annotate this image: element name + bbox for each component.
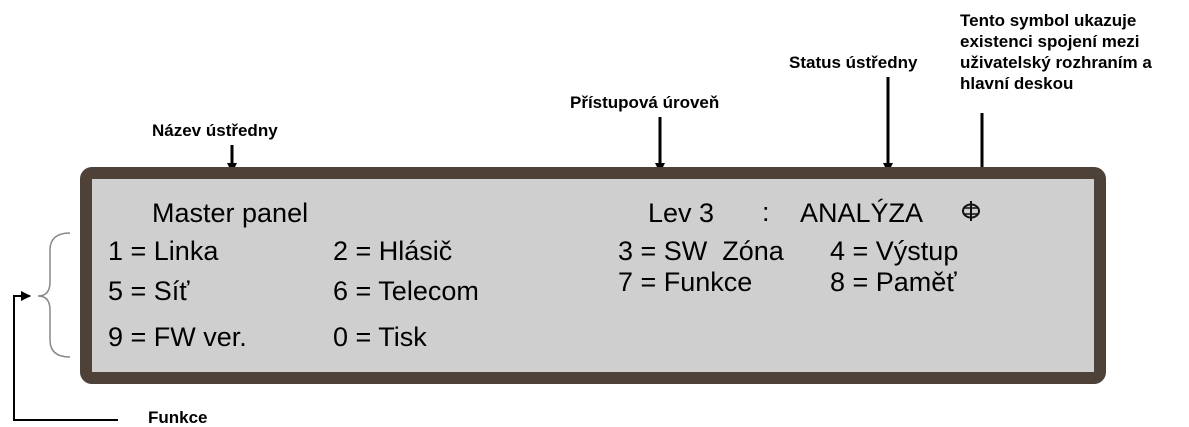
menu-item-2: 2 = Hlásič	[333, 236, 453, 266]
access-level-label: Přístupová úroveň	[570, 93, 720, 112]
level-separator: :	[762, 197, 770, 227]
connection-symbol-note: Tento symbol ukazuje existenci spojení m…	[960, 10, 1152, 94]
connection-note-line-2: existenci spojení mezi	[960, 32, 1140, 51]
lcd-panel: Master panel Lev 3 : ANALÝZA 1 = Linka 2…	[80, 167, 1106, 384]
menu-item-0: 0 = Tisk	[333, 322, 427, 352]
access-level: Lev 3	[648, 198, 715, 228]
menu-item-4: 4 = Výstup	[830, 236, 959, 266]
menu-item-9: 9 = FW ver.	[108, 322, 247, 352]
functions-label: Funkce	[148, 408, 208, 427]
functions-brace	[37, 232, 71, 358]
connection-icon	[960, 200, 982, 222]
menu-item-1: 1 = Linka	[108, 236, 219, 266]
status-label: Status ústředny	[789, 53, 918, 72]
menu-item-3: 3 = SW Zóna	[618, 236, 784, 266]
panel-name: Master panel	[152, 198, 309, 228]
menu-item-7: 7 = Funkce	[618, 267, 753, 297]
menu-item-5: 5 = Síť	[108, 276, 190, 306]
connection-note-line-1: Tento symbol ukazuje	[960, 11, 1137, 30]
functions-arrow	[13, 291, 118, 421]
menu-item-8: 8 = Paměť	[830, 267, 957, 297]
menu-item-6: 6 = Telecom	[333, 276, 479, 306]
panel-status: ANALÝZA	[800, 198, 924, 228]
panel-name-label: Název ústředny	[152, 121, 278, 140]
connection-note-line-3: uživatelský rozhraním a	[960, 53, 1152, 72]
connection-note-line-4: hlavní deskou	[960, 74, 1074, 93]
